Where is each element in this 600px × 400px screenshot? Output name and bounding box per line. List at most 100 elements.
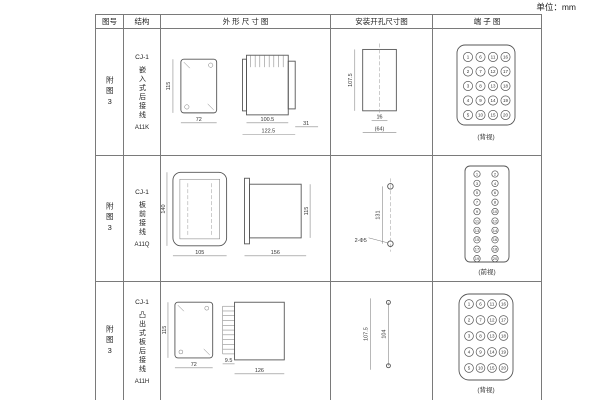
terminal-circle — [500, 51, 511, 62]
terminal-circle — [473, 235, 481, 243]
dim-label: 115 — [304, 206, 310, 215]
terminal-number: 18 — [501, 334, 507, 339]
terminal-circle — [463, 80, 473, 91]
dim-label: 107.5 — [348, 73, 354, 87]
terminal-number: 11 — [491, 54, 496, 59]
dim-label: 16 — [376, 114, 382, 120]
dim-label: 104 — [381, 330, 387, 339]
terminal-number: 11 — [490, 302, 495, 307]
front-view: 115 72 — [166, 58, 218, 123]
dim-label: 115 — [162, 326, 168, 335]
terminal-circle — [473, 188, 481, 196]
terminal-circle — [491, 235, 499, 243]
dim-label: 105 — [195, 249, 204, 255]
terminal-circle — [464, 331, 474, 341]
row1-structure-cell: CJ-1 嵌入式后接线 A11K — [124, 29, 161, 156]
terminal-number: 5 — [468, 366, 471, 371]
terminal-number: 12 — [490, 69, 496, 74]
terminal-circle — [491, 226, 499, 234]
terminal-view-label: (背视) — [477, 385, 494, 394]
terminal-number: 15 — [475, 237, 480, 242]
terminal-number: 15 — [490, 112, 496, 117]
front-view: 140 105 — [161, 171, 228, 256]
dim-label: 140 — [161, 204, 167, 213]
terminal-circle — [491, 198, 499, 206]
terminal-number: 17 — [475, 246, 480, 251]
dim-label: 122.5 — [262, 128, 276, 134]
terminal-circle — [487, 299, 497, 309]
terminal-circle — [488, 51, 498, 62]
terminal-circle — [473, 198, 481, 206]
outline-drawing: 115 72 9.5 126 — [162, 301, 285, 375]
terminal-number: 13 — [489, 334, 495, 339]
terminal-number: 8 — [479, 334, 482, 339]
dim-label: (64) — [375, 126, 385, 132]
terminal-number: 20 — [503, 112, 509, 117]
terminal-number: 20 — [493, 256, 498, 261]
header-terminal: 端 子 图 — [433, 15, 541, 29]
structure-label: 嵌入式后接线 — [138, 65, 146, 120]
terminal-circle — [500, 95, 511, 105]
terminal-number: 8 — [479, 83, 482, 88]
terminal-circle — [491, 188, 499, 196]
terminal-number: 4 — [467, 98, 470, 103]
terminal-number: 9 — [479, 350, 482, 355]
terminal-circle — [500, 66, 511, 76]
terminal-number: 2 — [468, 318, 471, 323]
side-view: 156 115 — [244, 177, 311, 256]
terminal-circle — [498, 347, 509, 357]
terminal-number: 5 — [476, 190, 479, 195]
dim-label: 115 — [166, 81, 172, 90]
terminal-circle — [464, 363, 474, 373]
terminal-number: 1 — [467, 54, 470, 59]
row1-mounting-cell: 107.5 16 (64) — [331, 29, 433, 156]
terminal-number: 17 — [503, 69, 509, 74]
terminal-number: 14 — [490, 98, 496, 103]
terminal-number: 19 — [475, 256, 480, 261]
terminal-circle — [463, 95, 473, 105]
terminal-circle — [491, 179, 499, 187]
outline-drawing: 115 72 100.5 31 122.5 — [166, 54, 319, 135]
terminal-number: 10 — [478, 366, 484, 371]
terminal-circle — [488, 95, 498, 105]
model-label: CJ-1 — [135, 298, 149, 306]
type-code: A11K — [134, 124, 150, 131]
side-view: 9.5 126 — [222, 301, 285, 375]
type-code: A11H — [134, 378, 150, 385]
terminal-circle — [473, 179, 481, 187]
terminal-number: 7 — [479, 318, 482, 323]
terminal-number: 1 — [476, 171, 479, 176]
outline-drawing: 140 105 156 115 — [161, 171, 311, 256]
terminal-circle — [475, 299, 486, 309]
dim-label: 72 — [196, 116, 202, 122]
terminal-circle — [475, 66, 486, 76]
row3-mounting-cell: 107.5 104 — [331, 282, 433, 400]
side-view: 100.5 31 122.5 — [242, 54, 319, 135]
terminal-circle — [498, 299, 509, 309]
terminal-number: 3 — [467, 83, 470, 88]
terminal-number: 9 — [476, 209, 479, 214]
structure-label: 凸出式板后接线 — [138, 310, 146, 374]
terminal-number: 4 — [468, 350, 471, 355]
terminal-circle — [475, 331, 486, 341]
terminal-circle — [475, 80, 486, 91]
terminal-number: 10 — [478, 112, 484, 117]
terminal-number: 12 — [489, 318, 495, 323]
terminal-circle — [487, 347, 497, 357]
terminal-number: 12 — [493, 218, 498, 223]
terminal-number: 7 — [479, 69, 482, 74]
dim-label: 9.5 — [225, 358, 233, 364]
terminal-view-label: (前视) — [478, 267, 495, 276]
terminal-number: 19 — [501, 350, 507, 355]
terminal-number: 6 — [479, 54, 482, 59]
fig-number: 附图3 — [105, 325, 115, 358]
mounting-drawing: 107.5 104 — [364, 298, 391, 370]
terminal-number: 11 — [475, 218, 480, 223]
terminal-number: 6 — [494, 190, 497, 195]
terminal-circle — [488, 109, 498, 120]
terminal-number: 13 — [490, 83, 496, 88]
